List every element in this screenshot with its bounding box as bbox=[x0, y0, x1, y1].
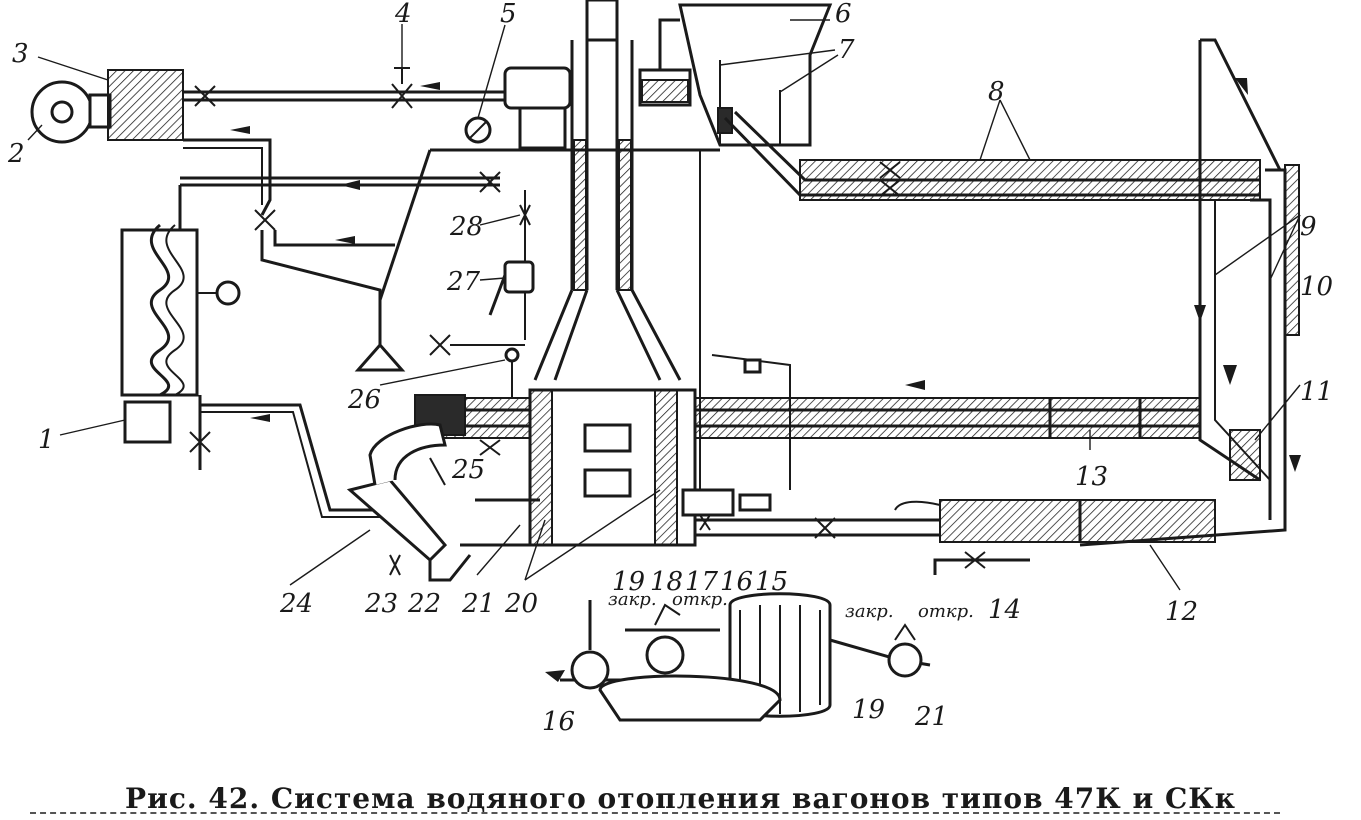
label-2: 2 bbox=[7, 139, 25, 169]
label-6: 6 bbox=[835, 0, 852, 29]
flow-arrow bbox=[1223, 365, 1237, 385]
label-18: 18 bbox=[650, 567, 683, 597]
caption-underline bbox=[30, 812, 1280, 814]
drain-valve-14 bbox=[933, 551, 1030, 575]
boiler-coil bbox=[120, 223, 241, 470]
label-28: 28 bbox=[449, 212, 483, 242]
valve-closed-label: закр. bbox=[608, 589, 657, 610]
expansion-vessel-top bbox=[464, 66, 572, 150]
label-27: 27 bbox=[446, 267, 481, 297]
valve-open-label-2: откр. bbox=[918, 601, 974, 622]
radiator-cooler bbox=[107, 69, 184, 141]
flow-arrow bbox=[1235, 78, 1248, 95]
label-20: 20 bbox=[504, 589, 538, 619]
label-25: 25 bbox=[451, 455, 485, 485]
label-19: 19 bbox=[612, 567, 645, 597]
label-11: 11 bbox=[1300, 377, 1333, 407]
label-23: 23 bbox=[364, 589, 398, 619]
leader-lines bbox=[27, 19, 1301, 591]
right-riser bbox=[1079, 38, 1300, 547]
boiler-furnace bbox=[414, 388, 697, 547]
drain-assembly bbox=[346, 422, 540, 582]
label-24: 24 bbox=[279, 589, 313, 619]
label-4: 4 bbox=[394, 0, 412, 29]
label-21: 21 bbox=[461, 589, 495, 619]
label-1: 1 bbox=[38, 425, 55, 455]
label-15: 15 bbox=[755, 567, 788, 597]
label-26: 26 bbox=[347, 385, 381, 415]
flow-arrow bbox=[1194, 305, 1206, 322]
flow-arrow bbox=[420, 82, 440, 90]
left-circuit bbox=[178, 138, 720, 518]
label-10: 10 bbox=[1300, 272, 1333, 302]
valve-open-label: откр. bbox=[672, 589, 728, 610]
fill-valve-assembly bbox=[429, 190, 535, 398]
flow-arrow bbox=[335, 236, 355, 244]
label-7: 7 bbox=[838, 35, 855, 65]
label-17: 17 bbox=[685, 567, 719, 597]
label-9: 9 bbox=[1300, 212, 1317, 242]
detail-label-21: 21 bbox=[914, 702, 948, 732]
detail-label-19: 19 bbox=[852, 695, 885, 725]
valve-detail-inset bbox=[560, 592, 931, 722]
label-13: 13 bbox=[1075, 462, 1108, 492]
flow-arrow bbox=[905, 380, 925, 390]
pump-assembly bbox=[681, 150, 791, 531]
top-feed-pipe bbox=[183, 67, 520, 109]
expansion-tank bbox=[638, 3, 833, 147]
label-22: 22 bbox=[407, 589, 441, 619]
label-5: 5 bbox=[500, 0, 517, 29]
chimney bbox=[533, 0, 682, 381]
upper-heating-pipe bbox=[723, 110, 1261, 201]
lower-heating-pipe bbox=[640, 499, 1216, 543]
detail-label-16: 16 bbox=[542, 707, 575, 737]
label-8: 8 bbox=[988, 77, 1005, 107]
flow-arrow bbox=[250, 414, 270, 422]
figure-caption: Рис. 42. Система водяного отопления ваго… bbox=[125, 782, 1236, 815]
valve-closed-label-2: закр. bbox=[845, 601, 894, 622]
flow-arrow bbox=[230, 126, 250, 134]
label-12: 12 bbox=[1165, 597, 1198, 627]
part-labels: 3 2 4 5 6 7 8 9 10 11 12 13 14 15 16 17 … bbox=[7, 0, 1333, 737]
flow-arrow bbox=[545, 670, 565, 682]
generator bbox=[30, 80, 112, 144]
label-3: 3 bbox=[12, 39, 29, 69]
label-14: 14 bbox=[988, 595, 1021, 625]
flow-arrow bbox=[1289, 455, 1301, 472]
flow-arrow bbox=[340, 180, 360, 190]
label-16: 16 bbox=[720, 567, 753, 597]
